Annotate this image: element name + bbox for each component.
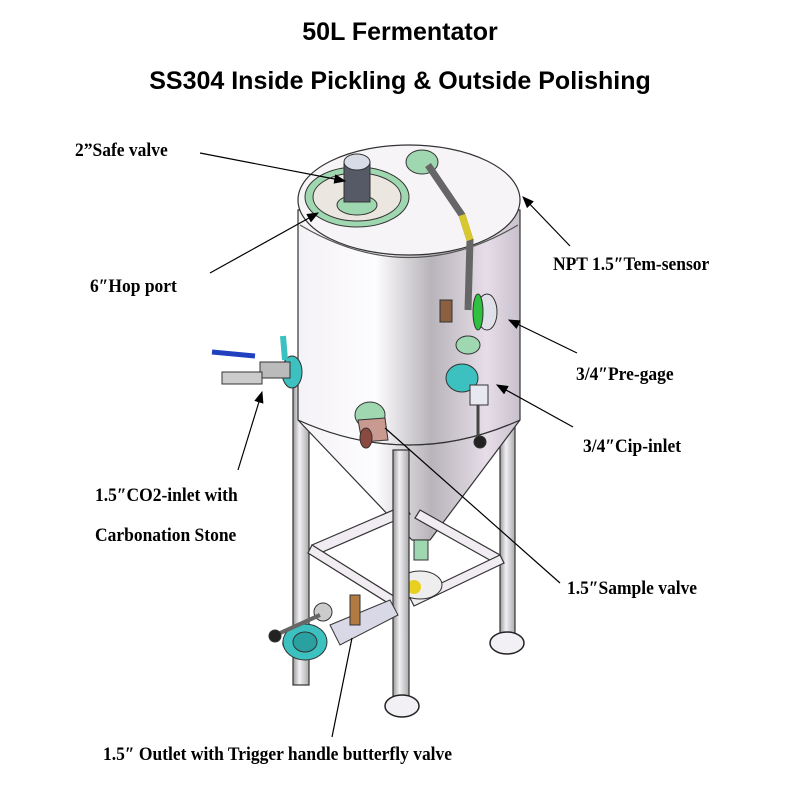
label-co2-inlet-2: Carbonation Stone — [95, 525, 237, 546]
label-safe-valve: 2”Safe valve — [75, 140, 168, 161]
co2-inlet — [211, 335, 303, 389]
pre-gage — [439, 293, 498, 355]
title-line-1: 50L Fermentator — [302, 18, 498, 46]
label-pre-gage: 3/4″Pre-gage — [576, 364, 674, 385]
label-tem-sensor: NPT 1.5″Tem-sensor — [553, 254, 710, 275]
label-cip-inlet: 3/4″Cip-inlet — [583, 436, 682, 457]
label-hop-port: 6″Hop port — [90, 276, 177, 297]
sample-valve — [354, 401, 389, 449]
outlet-valve — [268, 594, 399, 661]
title-line-2: SS304 Inside Pickling & Outside Polishin… — [149, 67, 651, 95]
label-co2-inlet-1: 1.5″CO2-inlet with — [95, 485, 238, 506]
front-leg — [392, 449, 410, 706]
label-sample-valve: 1.5″Sample valve — [567, 578, 698, 599]
tem-sensor — [405, 149, 474, 311]
leader-lines — [199, 152, 578, 738]
label-outlet: 1.5″ Outlet with Trigger handle butterfl… — [103, 744, 453, 765]
cip-inlet — [445, 363, 489, 449]
hop-port — [304, 153, 410, 228]
